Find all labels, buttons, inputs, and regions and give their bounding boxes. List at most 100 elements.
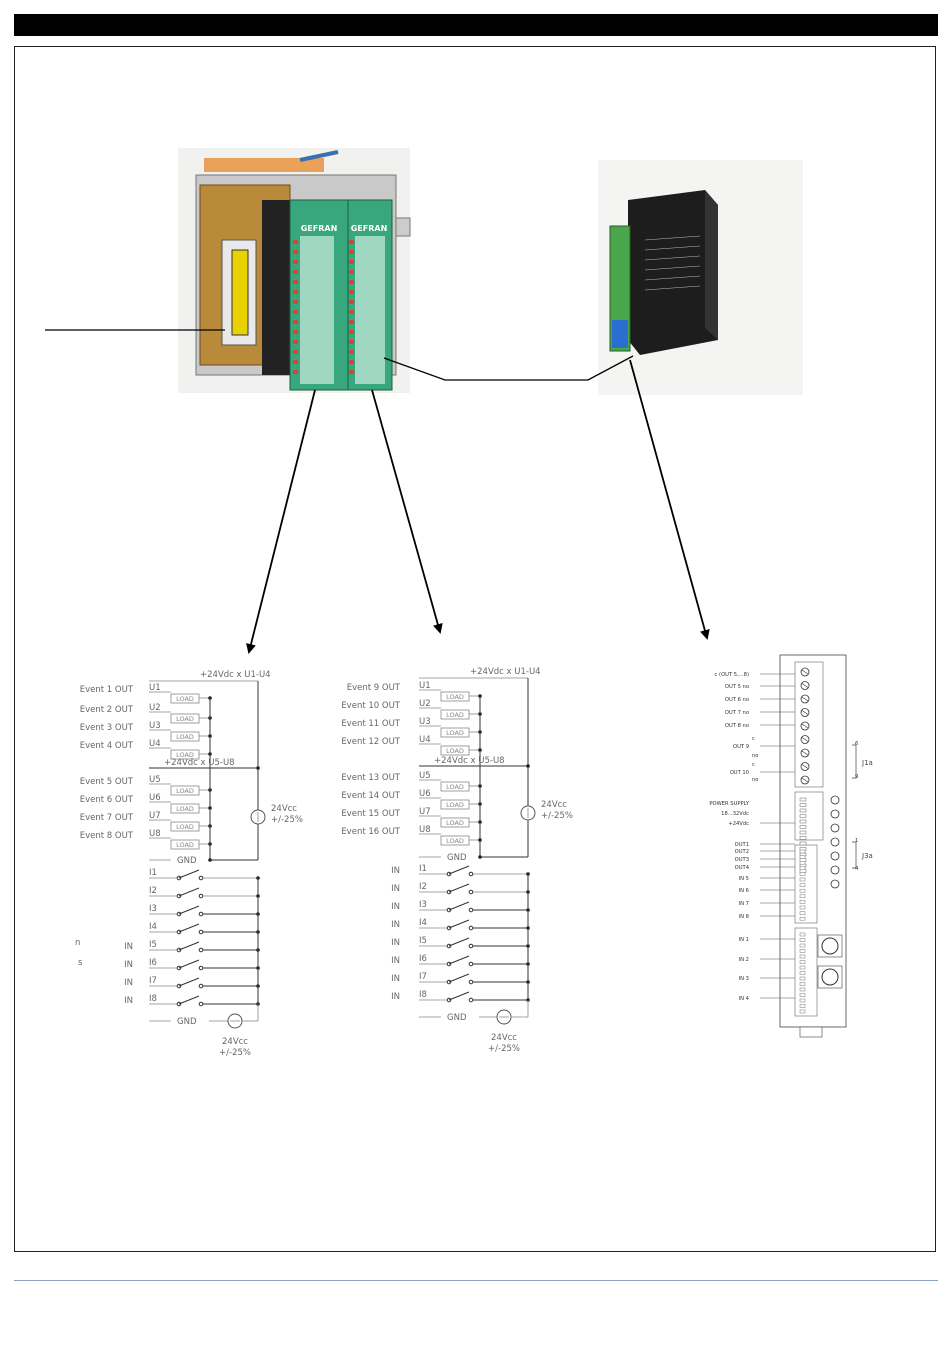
event-label: Event 1 OUT <box>80 685 134 695</box>
module-led <box>293 280 298 284</box>
load-box <box>170 713 200 724</box>
supply-voltage: 24Vcc <box>541 800 567 810</box>
module-led <box>293 360 298 364</box>
junction-dot <box>526 764 530 768</box>
output-label: U7 <box>419 807 431 817</box>
gnd-label-bottom: GND <box>177 1017 197 1027</box>
pin-terminal <box>799 965 806 970</box>
side-mark: s <box>78 958 83 968</box>
screw-terminal <box>830 879 840 889</box>
output-label: U6 <box>149 793 161 803</box>
switch-contact <box>198 1001 204 1007</box>
input-label: I5 <box>149 940 157 950</box>
in-label: IN <box>124 996 133 1006</box>
load-box <box>440 781 470 792</box>
gnd-label: GND <box>447 853 467 863</box>
input-label: I4 <box>149 922 157 932</box>
switch-blade <box>178 869 200 879</box>
event-label: Event 15 OUT <box>341 809 400 819</box>
junction-dot <box>256 766 260 770</box>
load-box <box>440 745 470 756</box>
j1a-bracket <box>852 744 857 779</box>
switch-blade <box>178 905 200 915</box>
pin-terminal <box>799 849 806 854</box>
switch-contact <box>468 889 474 895</box>
supply-tolerance: +/-25% <box>541 811 573 821</box>
terminal-label: OUT 9 <box>733 744 749 750</box>
pin-terminal <box>799 905 806 910</box>
load-box <box>170 785 200 796</box>
terminal-label: OUT 8 no <box>725 723 749 729</box>
event-label: Event 4 OUT <box>80 741 134 751</box>
switch-blade <box>448 901 470 911</box>
module-led <box>349 370 354 374</box>
footer-line <box>14 1280 938 1281</box>
output-label: U2 <box>149 703 161 713</box>
load-label: LOAD <box>446 747 464 755</box>
event-label: Event 16 OUT <box>341 827 400 837</box>
terminal-label: OUT2 <box>735 849 749 855</box>
module-led <box>293 270 298 274</box>
pin-terminal <box>799 943 806 948</box>
terminal-label: IN 8 <box>739 914 749 920</box>
module-led <box>349 360 354 364</box>
pin-terminal <box>799 1004 806 1008</box>
input-label: I7 <box>149 976 157 986</box>
switch-contact <box>198 965 204 971</box>
pin-terminal <box>799 982 806 986</box>
terminal-label: c (OUT 5,...8) <box>715 672 749 678</box>
switch-contact <box>468 907 474 913</box>
event-label: Event 13 OUT <box>341 773 400 783</box>
module-led <box>349 270 354 274</box>
input-label: I4 <box>419 918 427 928</box>
pin-terminal <box>799 883 806 887</box>
pin-terminal <box>799 960 806 964</box>
screw-terminal <box>830 809 840 819</box>
contact-mark: c <box>752 736 755 742</box>
load-box <box>440 835 470 846</box>
screw-slot <box>801 737 809 742</box>
brand-label-2: GEFRAN <box>351 224 388 233</box>
switch-blade <box>448 973 470 983</box>
load-label: LOAD <box>446 729 464 737</box>
event-label: Event 10 OUT <box>341 701 400 711</box>
terminal-label: OUT 7 no <box>725 710 749 716</box>
screw-terminal <box>830 851 840 861</box>
in-label: IN <box>124 978 133 988</box>
pin-terminal <box>799 888 806 893</box>
in-label: IN <box>391 992 400 1002</box>
load-box <box>440 799 470 810</box>
input-supply-tolerance: +/-25% <box>219 1048 251 1058</box>
input-supply-voltage: 24Vcc <box>222 1037 248 1047</box>
load-label: LOAD <box>176 805 194 813</box>
terminal-label: IN 5 <box>739 876 749 882</box>
switch-blade <box>178 941 200 951</box>
terminal-label: IN 1 <box>739 937 749 943</box>
supply-tolerance: +/-25% <box>271 815 303 825</box>
screw-slot <box>801 750 809 756</box>
pin-terminal <box>799 900 806 904</box>
j1a-label: J1a <box>861 759 873 767</box>
switch-contact <box>198 947 204 953</box>
pin-terminal <box>799 855 806 859</box>
screw-slot <box>801 777 809 783</box>
switch-blade <box>178 959 200 969</box>
output-label: U6 <box>419 789 431 799</box>
screw-slot <box>801 723 809 729</box>
module-led <box>349 310 354 314</box>
switch-blade <box>448 937 470 947</box>
pin-terminal <box>799 825 807 829</box>
input-label: I7 <box>419 972 427 982</box>
load-label: LOAD <box>176 787 194 795</box>
event-label: Event 12 OUT <box>341 737 400 747</box>
load-box <box>170 731 200 742</box>
side-mark: n <box>75 938 80 948</box>
switch-contact <box>198 929 204 935</box>
switch-contact <box>468 979 474 985</box>
switch-contact <box>198 983 204 989</box>
load-label: LOAD <box>176 715 194 723</box>
module-led <box>293 310 298 314</box>
load-label: LOAD <box>446 837 464 845</box>
